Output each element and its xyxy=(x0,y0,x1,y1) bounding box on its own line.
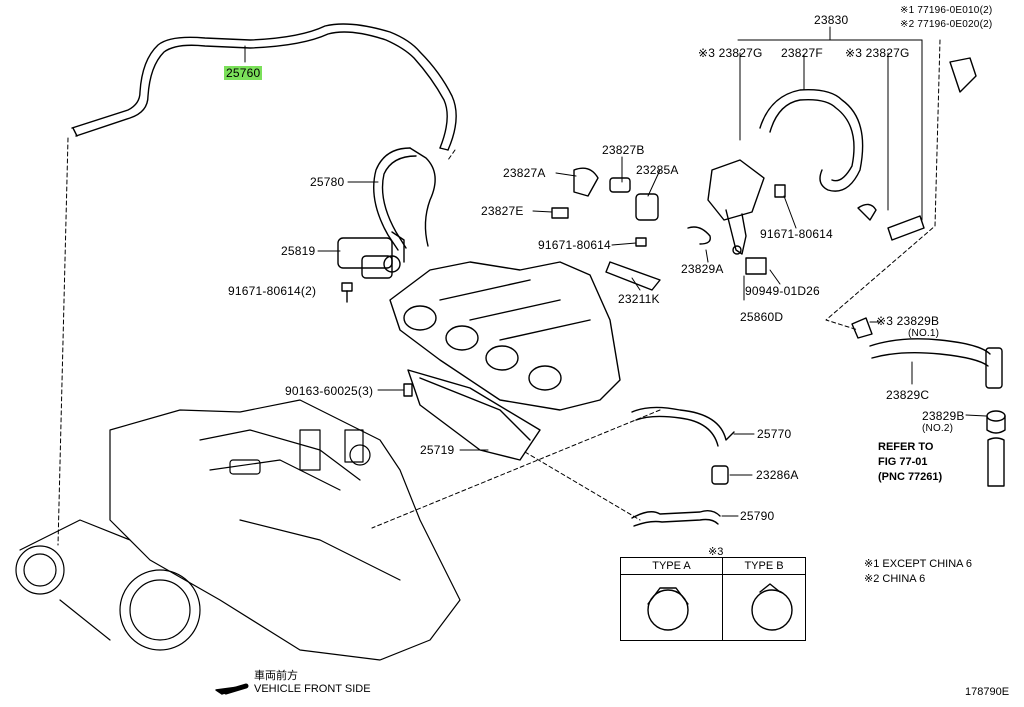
vehicle-front-jp: 車両前方 xyxy=(254,670,298,682)
part-label-23827G-left[interactable]: ※3 23827G xyxy=(698,46,763,60)
clamp-type-a-drawing xyxy=(647,587,689,631)
footnote-2: ※2 CHINA 6 xyxy=(864,573,926,585)
part-25760-highlight[interactable]: 25760 xyxy=(224,66,263,80)
diagram-code: 178790E xyxy=(965,686,1010,698)
part-label-91671-80614-2[interactable]: 91671-80614(2) xyxy=(228,284,317,298)
part-label-25790[interactable]: 25790 xyxy=(740,509,775,523)
legend-divider xyxy=(722,574,723,640)
vehicle-front-en: VEHICLE FRONT SIDE xyxy=(254,683,371,695)
part-label-23829B-no2[interactable]: 23829B xyxy=(922,409,965,423)
part-label-91671-80614-left[interactable]: 91671-80614 xyxy=(538,238,611,252)
part-label-23829B-no2-suffix: (NO.2) xyxy=(922,423,954,434)
part-label-77196-0E010[interactable]: ※1 77196-0E010(2) xyxy=(900,5,993,16)
refer-line-2: FIG 77-01 xyxy=(878,456,928,468)
refer-line-3: (PNC 77261) xyxy=(878,471,943,483)
hose-25780-drawing xyxy=(373,147,436,251)
type-a-header: TYPE A xyxy=(621,558,723,575)
type-b-header: TYPE B xyxy=(723,558,805,575)
vehicle-front-label: 車両前方 VEHICLE FRONT SIDE xyxy=(254,670,371,696)
intake-manifold-drawing xyxy=(389,261,621,411)
part-label-25719[interactable]: 25719 xyxy=(420,443,455,457)
part-label-23829B-no1[interactable]: ※3 23829B xyxy=(876,314,940,328)
fitting-parts-drawing xyxy=(551,167,661,291)
part-label-25770[interactable]: 25770 xyxy=(757,427,792,441)
hose-25790-drawing xyxy=(631,465,729,527)
part-label-23827G-right[interactable]: ※3 23827G xyxy=(845,46,910,60)
part-label-25819[interactable]: 25819 xyxy=(281,244,316,258)
part-label-23285A[interactable]: 23285A xyxy=(636,163,679,177)
part-label-90949-01D26[interactable]: 90949-01D26 xyxy=(745,284,820,298)
refer-line-1: REFER TO xyxy=(878,441,934,453)
part-label-25780[interactable]: 25780 xyxy=(310,175,345,189)
part-label-23829B-no1-suffix: (NO.1) xyxy=(908,328,940,339)
part-label-23827B[interactable]: 23827B xyxy=(602,143,645,157)
part-label-23830[interactable]: 23830 xyxy=(814,13,849,27)
part-label-25760[interactable]: 25760 xyxy=(224,66,263,80)
bolt-drawing xyxy=(341,282,353,303)
hose-23830-drawing xyxy=(759,57,977,241)
footnotes: ※1 EXCEPT CHINA 6 ※2 CHINA 6 xyxy=(864,557,972,587)
part-label-23827A[interactable]: 23827A xyxy=(503,166,546,180)
clamp-type-legend: TYPE A TYPE B xyxy=(620,557,806,641)
footnote-1: ※1 EXCEPT CHINA 6 xyxy=(864,558,973,570)
clamp-legend-title: ※3 xyxy=(708,546,724,558)
clamp-type-b-drawing xyxy=(751,583,793,631)
part-label-77196-0E020[interactable]: ※2 77196-0E020(2) xyxy=(900,19,993,30)
part-label-23286A[interactable]: 23286A xyxy=(756,468,799,482)
part-label-23211K[interactable]: 23211K xyxy=(618,292,660,306)
hose-25760-drawing xyxy=(71,23,457,151)
vsv-25819-drawing xyxy=(337,231,405,279)
part-label-23829C[interactable]: 23829C xyxy=(886,388,930,402)
engine-block-drawing xyxy=(15,399,461,661)
part-label-23827E[interactable]: 23827E xyxy=(481,204,524,218)
part-label-90163-60025[interactable]: 90163-60025(3) xyxy=(285,384,374,398)
part-label-25860D[interactable]: 25860D xyxy=(740,310,784,324)
valve-25860D-drawing xyxy=(687,159,786,275)
part-label-91671-80614-right[interactable]: 91671-80614 xyxy=(760,227,833,241)
hose-25770-drawing xyxy=(631,406,735,447)
refer-to-fig-note[interactable]: REFER TO FIG 77-01 (PNC 77261) xyxy=(878,440,942,485)
part-label-23827F[interactable]: 23827F xyxy=(781,46,823,60)
hose-23829C-drawing xyxy=(851,317,1006,487)
part-label-23829A[interactable]: 23829A xyxy=(681,262,724,276)
